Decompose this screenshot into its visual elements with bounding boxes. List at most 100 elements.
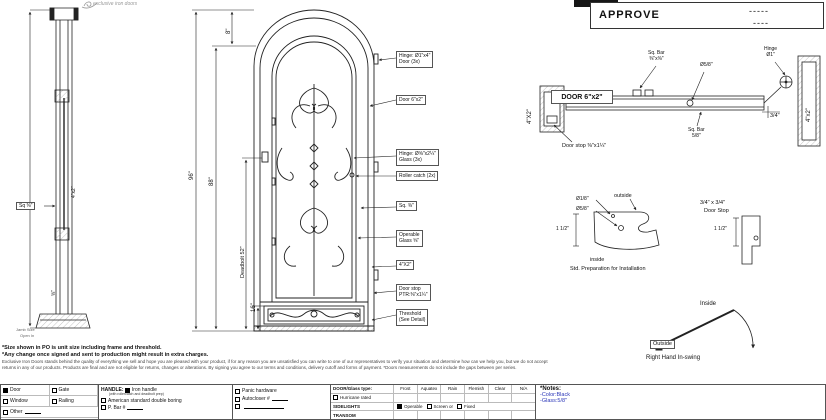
door-label: Door [10,387,21,393]
fixed-checkbox[interactable] [457,404,463,410]
callout-door-frame: Door 6"x2" [396,95,426,106]
hurricane-cell-5[interactable] [487,393,512,402]
jamb-size-label: Jamb Size [16,327,35,332]
pbar-blank-line[interactable] [127,406,144,410]
railing-checkbox[interactable] [51,398,57,404]
hurricane-cell-1[interactable] [393,393,417,402]
screen-checkbox[interactable] [426,404,432,410]
screen-option[interactable]: Screen or [426,404,453,410]
transom-label: TRANSOM [333,412,356,418]
swing-inside-label: Inside [700,301,717,307]
handle-title: HANDLE: [101,387,124,393]
autocloser-blank-line[interactable] [271,397,288,401]
transom-cell-2[interactable] [416,411,441,419]
hurricane-cell-6[interactable] [511,393,535,402]
iron-handle-checkbox[interactable] [124,387,130,393]
hardware-column: Panic hardware Autocloser # [233,385,331,419]
callout-roller-catch: Roller catch (2x) [396,171,439,182]
pbar-checkbox[interactable] [101,405,106,410]
gate-label: Gate [58,387,70,393]
autocloser-label: Autocloser # [242,396,270,402]
stop-one-half-label: 1 1/2" [714,226,727,232]
glass-type-clear: Clear [487,385,512,393]
hardware-other-blank-line[interactable] [244,405,284,409]
dim-deadbolt: Deadbolt 52" [240,246,246,278]
callout-hinge-glass: Hinge: Ø⅝"x2¼" Glass (3x) [396,149,439,166]
callout-threshold: Threshold (See Detail) [396,309,429,326]
product-other-option[interactable]: Other [1,407,98,418]
product-window-option[interactable]: Window [1,396,50,407]
glass-type-title: DOOR/Glass type: [333,386,373,392]
plan-section-view [539,55,821,147]
panic-hardware-label: Panic hardware [242,388,277,394]
other-checkbox[interactable] [3,409,8,415]
dim-16: 16" [251,303,257,312]
prep-detail [573,198,660,250]
prep-dia18-label: Ø1/8" [576,196,589,202]
hurricane-cell-4[interactable] [463,393,488,402]
product-gate-option[interactable]: Gate [49,385,98,396]
side-section-view [28,7,91,329]
hurricane-checkbox[interactable] [333,395,338,401]
callout-sq-bar: Sq. ⅜" [396,201,417,212]
plan-left-frame-label: 4"X2" [527,109,533,124]
gate-checkbox[interactable] [51,387,57,393]
american-boring-checkbox[interactable] [101,398,106,403]
pbar-label: P. Bar # [108,404,126,411]
hardware-other-checkbox[interactable] [235,404,240,409]
dimension-lines [192,9,264,332]
form-notes-color: -Color:Black [540,392,570,398]
glass-type-column: DOOR/Glass type: Frost Aquatex Rain Flem… [331,385,536,419]
door-checkbox[interactable] [3,387,8,393]
handle-column: HANDLE: Iron handle (with rollercatch an… [99,385,233,419]
callout-frame-4x2: 4"X2" [396,260,415,271]
callout-door-stop: Door stop PTR:⅜"x1¼" [396,284,431,301]
note-line-1: *Size shown in PO is unit size including… [2,345,162,351]
door-scrollwork [269,84,360,318]
fixed-option[interactable]: Fixed [457,404,475,410]
transom-cell-6[interactable] [511,411,535,419]
prep-inside-label: inside [590,257,605,263]
panic-hardware-checkbox[interactable] [235,388,240,394]
callout-leaders [353,57,397,321]
plan-dia58-label: Ø5/8" [700,62,713,68]
operable-option[interactable]: Operable [397,404,423,410]
hurricane-cell-2[interactable] [416,393,441,402]
hurricane-rated-option[interactable]: Hurricane rated [331,394,393,402]
glass-type-rain: Rain [440,385,464,393]
stop-title-2: Door Stop [704,208,729,214]
glass-type-flemish: Flemish [463,385,488,393]
glass-type-frost: Frost [393,385,417,393]
transom-cell-4[interactable] [463,411,488,419]
operable-checkbox[interactable] [397,404,402,410]
dim-96: 96" [189,171,195,180]
door-elevation [253,9,379,332]
fine-print: Exclusive Iron Doors stands behind the q… [2,359,548,371]
product-door-option[interactable]: Door [1,385,50,396]
prep-dia58-label: Ø5/8" [576,206,589,212]
form-notes-glass: -Glass:5/8" [540,398,568,404]
transom-cell-1[interactable] [393,411,417,419]
plan-three-quarter-label: 3/4" [770,113,780,119]
prep-caption: Std. Preparation for Installation [570,266,646,272]
other-label: Other [10,409,23,415]
hurricane-cell-3[interactable] [440,393,464,402]
transom-cell-5[interactable] [487,411,512,419]
sidelights-label: SIDELIGHTS [333,403,361,409]
transom-cell-3[interactable] [440,411,464,419]
note-line-2: *Any change once signed and sent to prod… [2,352,209,358]
prep-one-half-label: 1 1/2" [556,226,569,232]
approve-dash-1: ----- [749,6,769,16]
brand-name: exclusive iron doors [93,1,138,7]
autocloser-checkbox[interactable] [235,396,240,402]
other-blank-line[interactable] [24,410,41,414]
window-checkbox[interactable] [3,398,8,404]
product-railing-option[interactable]: Railing [49,396,98,407]
swing-caption: Right Hand In-swing [646,355,701,361]
brand-ornament-icon [81,1,98,9]
